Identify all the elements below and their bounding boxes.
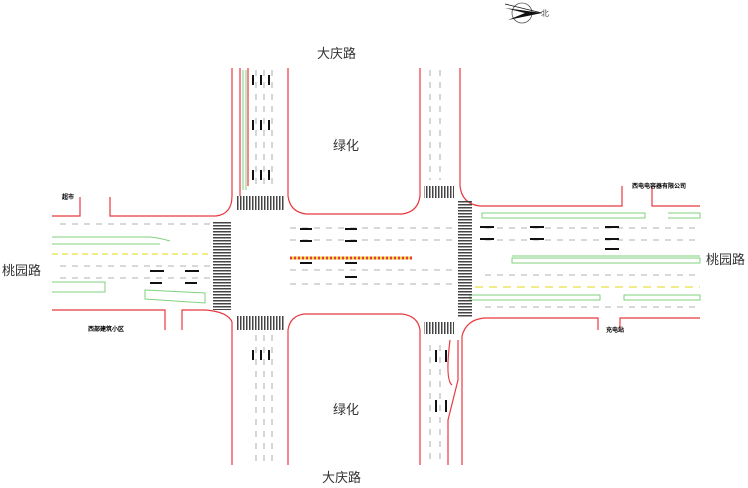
road-label-north: 大庆路 — [317, 47, 357, 62]
road-label-south: 大庆路 — [322, 471, 362, 486]
green-area-south: 绿化 — [333, 403, 360, 418]
landmark-charging-station: 充电站 — [606, 327, 625, 334]
compass-label: 北 — [541, 9, 549, 18]
green-area-north: 绿化 — [333, 139, 360, 154]
road-label-east: 桃园路 — [706, 253, 746, 268]
landmark-residential: 西部建筑小区 — [88, 326, 125, 333]
curb-lines — [52, 68, 700, 465]
landmark-company: 西电电容器有限公司 — [632, 183, 687, 190]
lane-arrows — [150, 75, 619, 412]
median-lines — [52, 70, 701, 304]
landmark-supermarket: 超市 — [62, 194, 75, 201]
road-label-west: 桃园路 — [2, 264, 42, 279]
crosswalks — [213, 186, 472, 334]
lane-dashes — [60, 70, 700, 465]
center-lines — [52, 253, 700, 288]
north-arrow-icon — [504, 2, 543, 24]
